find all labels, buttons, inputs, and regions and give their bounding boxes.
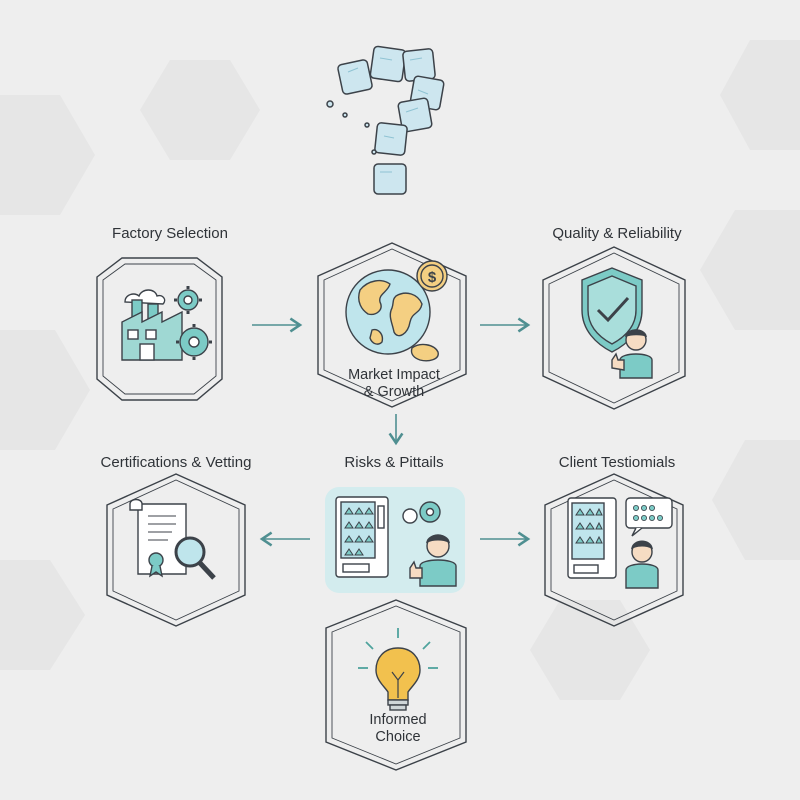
certifications-vetting-label: Certifications & Vetting (100, 454, 252, 471)
shield-check-person-icon (581, 267, 653, 379)
globe-dollar-icon (345, 260, 448, 362)
risks-pitfalls-label: Risks & Pittails (344, 454, 444, 471)
market-impact-line2: & Growth (363, 384, 425, 400)
vending-machine-review-icon (567, 497, 673, 589)
client-testimonials-label: Client Testiomials (558, 454, 676, 471)
informed-choice-label: Informed Choice (369, 712, 426, 746)
informed-hexagon-frame (325, 599, 467, 771)
factory-gears-icon (121, 286, 212, 361)
dollar-sign-glyph: $ (428, 269, 437, 286)
factory-hexagon-frame (96, 257, 223, 401)
quality-reliability-label: Quality & Reliability (552, 225, 682, 242)
testimonials-hexagon-frame (544, 473, 684, 627)
informed-choice-line2: Choice (375, 729, 421, 745)
market-impact-line1: Market Impact (348, 367, 440, 383)
certificate-magnifier-icon (129, 498, 216, 580)
market-hexagon-frame (317, 242, 467, 408)
certifications-hexagon-frame (106, 473, 246, 627)
vending-machine-person-icon (335, 496, 457, 587)
informed-choice-line1: Informed (369, 712, 427, 728)
ice-cube-question-mark-icon (326, 45, 445, 195)
factory-selection-label: Factory Selection (112, 225, 228, 242)
lightbulb-icon (358, 628, 438, 711)
quality-hexagon-frame (542, 246, 686, 410)
market-impact-growth-label: Market Impact & Growth (348, 367, 440, 401)
